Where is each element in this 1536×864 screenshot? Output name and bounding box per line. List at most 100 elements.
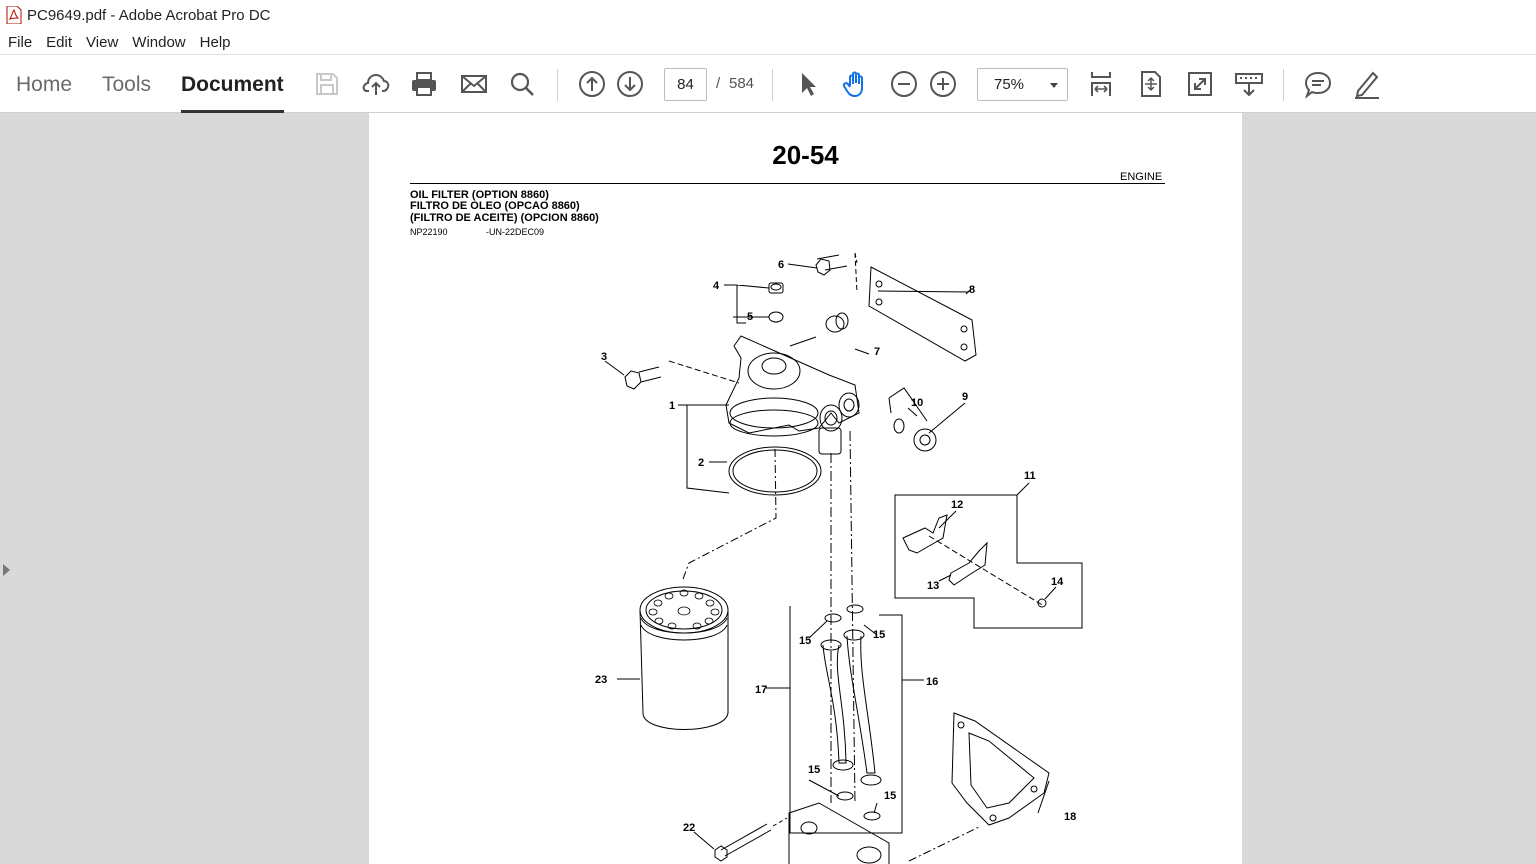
o-ring-part bbox=[836, 791, 854, 801]
upload-button[interactable] bbox=[359, 67, 393, 101]
toolbar-divider bbox=[557, 69, 558, 101]
callout-15: 15 bbox=[873, 629, 885, 641]
zoom-in-icon bbox=[930, 71, 956, 97]
callout-10: 10 bbox=[911, 397, 923, 409]
tab-home[interactable]: Home bbox=[16, 73, 73, 96]
callout-4: 4 bbox=[713, 280, 720, 292]
o-ring-part bbox=[824, 613, 842, 623]
filter-housing-part bbox=[725, 335, 860, 434]
oil-tube-part bbox=[822, 644, 847, 764]
tab-document[interactable]: Document bbox=[181, 55, 284, 113]
adapter-fitting-part bbox=[913, 428, 937, 452]
next-page-button[interactable] bbox=[613, 67, 647, 101]
o-ring-part bbox=[893, 418, 905, 434]
header-rule bbox=[410, 183, 1165, 184]
callout-22: 22 bbox=[683, 822, 695, 834]
o-ring-part bbox=[768, 311, 784, 323]
print-button[interactable] bbox=[407, 67, 441, 101]
window-title: PC9649.pdf - Adobe Acrobat Pro DC bbox=[27, 6, 271, 24]
scroll-mode-icon bbox=[1091, 72, 1111, 96]
document-viewport[interactable]: 20-54 ENGINE OIL FILTER (OPTION 8860) FI… bbox=[0, 113, 1536, 864]
menu-view[interactable]: View bbox=[86, 33, 119, 51]
select-cursor-icon bbox=[802, 73, 816, 96]
comment-icon bbox=[1304, 71, 1332, 99]
page-number-heading: 20-54 bbox=[772, 140, 839, 170]
callout-5: 5 bbox=[747, 311, 753, 323]
full-screen-icon bbox=[1188, 72, 1212, 96]
toolbar-divider bbox=[772, 69, 773, 101]
o-ring-part bbox=[863, 811, 881, 821]
heading-line-pt: FILTRO DE OLEO (OPCAO 8860) bbox=[410, 200, 580, 212]
exploded-parts-diagram: 1 2 3 4 5 6 7 8 9 10 11 12 13 14 15 15 1… bbox=[595, 252, 1083, 864]
next-page-icon bbox=[617, 71, 643, 97]
email-button[interactable] bbox=[457, 67, 491, 101]
mounting-bracket-part bbox=[868, 266, 977, 362]
lower-adapter-part bbox=[788, 802, 890, 864]
title-bar: PC9649.pdf - Adobe Acrobat Pro DC bbox=[0, 0, 1536, 30]
fit-page-icon bbox=[1141, 71, 1161, 97]
zoom-select[interactable]: 75% bbox=[977, 68, 1068, 101]
callout-15: 15 bbox=[884, 790, 896, 802]
read-mode-button[interactable] bbox=[1232, 67, 1266, 101]
full-screen-button[interactable] bbox=[1183, 67, 1217, 101]
zoom-out-button[interactable] bbox=[887, 67, 921, 101]
callout-15: 15 bbox=[799, 635, 811, 647]
screw-part bbox=[815, 258, 831, 276]
select-tool-button[interactable] bbox=[790, 67, 824, 101]
comment-button[interactable] bbox=[1301, 67, 1335, 101]
gasket-part bbox=[951, 712, 1050, 826]
expand-panel-icon[interactable] bbox=[3, 564, 10, 576]
clip-part bbox=[948, 541, 988, 586]
screw-part bbox=[1037, 598, 1047, 608]
hand-tool-button[interactable] bbox=[839, 67, 873, 101]
callout-6: 6 bbox=[778, 259, 784, 271]
clip-kit-inset bbox=[894, 494, 1083, 629]
oil-tube-part bbox=[846, 635, 876, 774]
callout-8: 8 bbox=[969, 284, 975, 296]
callout-13: 13 bbox=[927, 580, 939, 592]
menu-edit[interactable]: Edit bbox=[46, 33, 73, 51]
callout-12: 12 bbox=[951, 499, 963, 511]
previous-page-icon bbox=[579, 71, 605, 97]
callout-14: 14 bbox=[1051, 576, 1064, 588]
save-button[interactable] bbox=[310, 67, 344, 101]
callout-11: 11 bbox=[1024, 470, 1036, 482]
reference-code: NP22190 bbox=[410, 227, 448, 237]
reference-date: -UN-22DEC09 bbox=[486, 227, 545, 237]
callout-7: 7 bbox=[874, 346, 880, 358]
menu-file[interactable]: File bbox=[8, 33, 33, 51]
hand-tool-icon bbox=[842, 71, 863, 98]
callout-15: 15 bbox=[808, 764, 820, 776]
pdf-page: 20-54 ENGINE OIL FILTER (OPTION 8860) FI… bbox=[369, 113, 1242, 864]
bushing-part bbox=[825, 315, 845, 333]
callout-18: 18 bbox=[1064, 811, 1076, 823]
save-icon bbox=[316, 73, 338, 95]
page-number-input[interactable]: 84 bbox=[664, 68, 707, 101]
sign-pen-icon bbox=[1355, 71, 1379, 99]
callout-9: 9 bbox=[962, 391, 968, 403]
toolbar-divider bbox=[1283, 69, 1284, 101]
scroll-mode-button[interactable] bbox=[1084, 67, 1118, 101]
email-icon bbox=[461, 75, 487, 93]
callout-2: 2 bbox=[698, 457, 704, 469]
zoom-out-icon bbox=[891, 71, 917, 97]
heading-line-es: (FILTRO DE ACEITE) (OPCION 8860) bbox=[410, 212, 599, 224]
search-icon bbox=[510, 72, 534, 96]
section-label: ENGINE bbox=[1120, 171, 1163, 183]
fit-page-button[interactable] bbox=[1134, 67, 1168, 101]
zoom-value: 75% bbox=[994, 76, 1025, 93]
callout-17: 17 bbox=[755, 684, 767, 696]
search-button[interactable] bbox=[505, 67, 539, 101]
acrobat-file-icon bbox=[6, 6, 22, 24]
menu-window[interactable]: Window bbox=[132, 33, 186, 51]
zoom-in-button[interactable] bbox=[926, 67, 960, 101]
sign-button[interactable] bbox=[1349, 67, 1383, 101]
seal-ring-part bbox=[728, 446, 822, 496]
cloud-upload-icon bbox=[362, 73, 390, 95]
callout-1: 1 bbox=[669, 400, 675, 412]
main-toolbar: Home Tools Document 84 / 584 75% bbox=[0, 54, 1536, 113]
tab-tools[interactable]: Tools bbox=[102, 73, 152, 96]
previous-page-button[interactable] bbox=[575, 67, 609, 101]
screw-part bbox=[624, 370, 642, 390]
menu-help[interactable]: Help bbox=[199, 33, 231, 51]
